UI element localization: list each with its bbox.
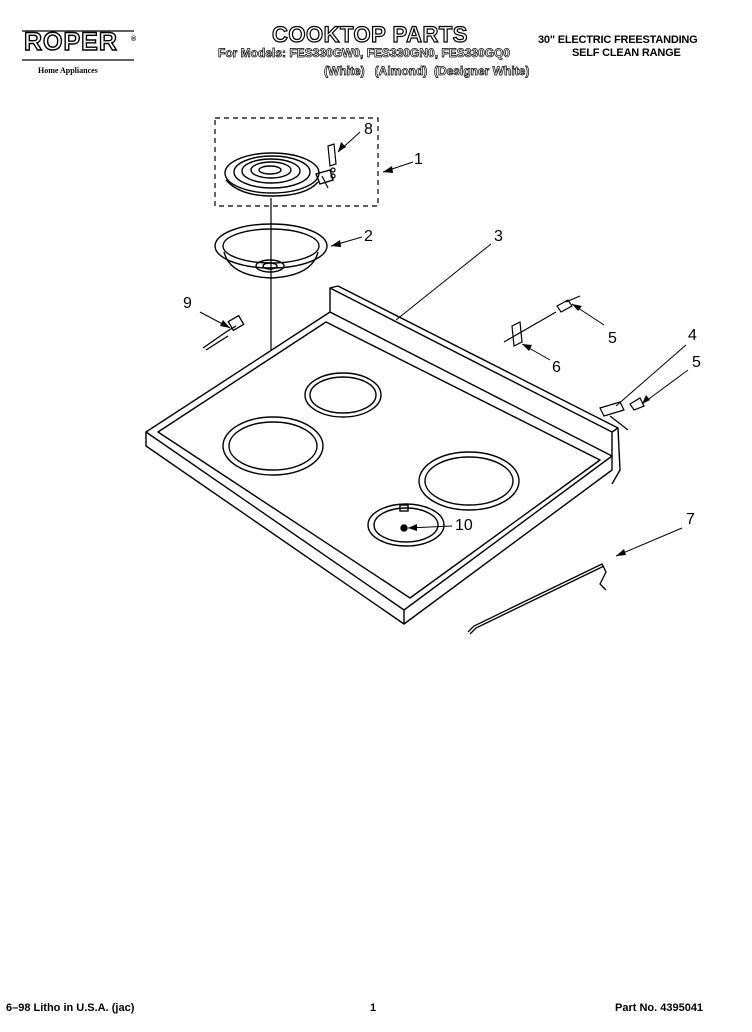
callout-4: 4	[688, 327, 697, 344]
clip-graphic	[599, 397, 645, 431]
callout-3: 3	[494, 228, 503, 245]
range-type-line1: 30" ELECTRIC FREESTANDING	[538, 34, 698, 46]
hinge-bracket-graphic	[503, 295, 581, 347]
callout-6: 6	[552, 359, 561, 376]
burner-openings	[222, 372, 520, 547]
colors-line: (White) (Almond) (Designer White)	[324, 64, 530, 79]
footer-part-number: Part No. 4395041	[615, 1002, 704, 1014]
brand-trademark: ®	[131, 36, 137, 43]
callout-7: 7	[686, 511, 695, 528]
leader-lines	[199, 131, 689, 557]
callout-5b: 5	[692, 354, 701, 371]
brand-subtitle: Home Appliances	[38, 66, 98, 75]
footer-litho: 6–98 Litho in U.S.A. (jac)	[6, 1002, 135, 1014]
callout-9: 9	[183, 295, 192, 312]
callout-10: 10	[455, 517, 473, 534]
surface-element-graphic	[224, 152, 334, 197]
cooktop-panel-graphic	[145, 285, 621, 625]
callout-2: 2	[364, 228, 373, 245]
rod-graphic	[467, 563, 607, 635]
page-title: COOKTOP PARTS	[271, 21, 468, 47]
brand-logo: ROPER	[23, 28, 118, 56]
callout-5a: 5	[608, 330, 617, 347]
leader-arrows	[220, 142, 650, 556]
range-type-line2: SELF CLEAN RANGE	[572, 47, 681, 59]
element-assembly-box	[214, 117, 379, 207]
roper-logo-graphic	[22, 30, 134, 61]
terminal-block-graphic	[321, 143, 337, 189]
models-line: For Models: FES330GW0, FES330GN0, FES330…	[218, 46, 511, 61]
callout-8: 8	[364, 121, 373, 138]
connector-graphic	[202, 314, 245, 351]
footer-page-number: 1	[370, 1002, 377, 1014]
callout-1: 1	[414, 151, 423, 168]
